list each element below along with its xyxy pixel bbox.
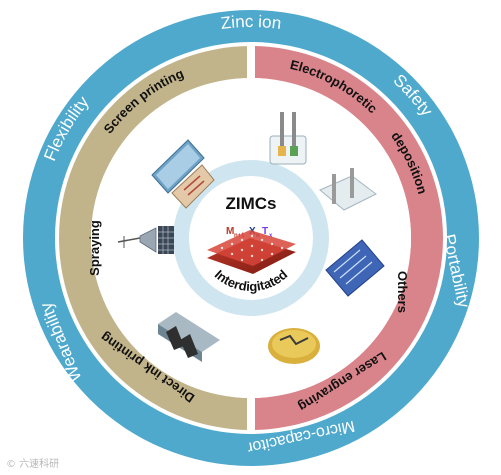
formula-t-sub: x — [269, 233, 273, 239]
method-label-others: Others — [395, 271, 410, 313]
deposition-cell-image — [319, 168, 377, 211]
method-ring-left — [59, 46, 251, 430]
others-image — [325, 239, 385, 297]
formula-m: M — [226, 226, 234, 237]
method-ring-right — [251, 46, 443, 430]
lattice-structure-image — [207, 230, 296, 274]
method-label-others-group: Others — [395, 271, 410, 313]
spraying-image — [117, 226, 174, 254]
formula-t: T — [262, 226, 268, 237]
outer-label-zinc-ion: Zinc ion — [220, 12, 283, 33]
method-label-spraying-group: Spraying — [87, 220, 102, 276]
direct-ink-printing-image — [158, 312, 220, 362]
method-label-spraying: Spraying — [87, 220, 102, 276]
method-ring-gap-top — [247, 44, 255, 80]
electrophoretic-deposition-image — [269, 112, 307, 165]
center-title: ZIMCs — [226, 194, 277, 213]
watermark: © 六速科研 — [6, 459, 60, 470]
method-ring-gap-bottom — [247, 396, 255, 432]
laser-engraving-image — [268, 328, 320, 364]
screen-printing-image — [151, 139, 215, 209]
